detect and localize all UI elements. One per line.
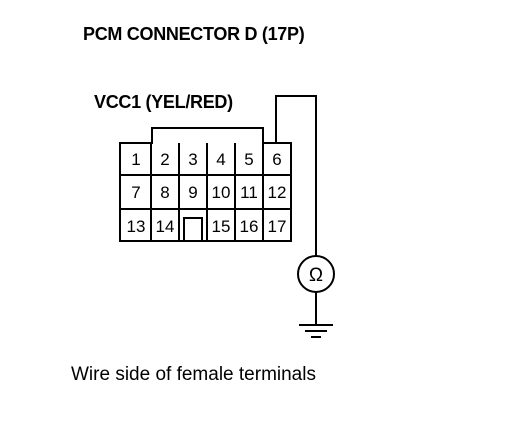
connector-key-slot — [183, 217, 203, 241]
terminal-14: 14 — [156, 217, 175, 236]
ground-icon — [299, 324, 333, 338]
connector-outline — [119, 127, 292, 242]
terminal-9: 9 — [188, 183, 197, 202]
terminal-15: 15 — [212, 217, 231, 236]
terminal-17: 17 — [268, 217, 287, 236]
terminal-8: 8 — [160, 183, 169, 202]
terminal-2: 2 — [160, 150, 169, 169]
terminal-6: 6 — [272, 150, 281, 169]
terminal-16: 16 — [240, 217, 259, 236]
terminal-4: 4 — [216, 150, 225, 169]
terminal-1: 1 — [131, 150, 140, 169]
terminal-11: 11 — [240, 183, 258, 202]
terminal-12: 12 — [268, 183, 287, 202]
terminal-7: 7 — [131, 183, 140, 202]
test-lead-wire — [275, 95, 317, 256]
ohm-symbol: Ω — [309, 265, 323, 286]
diagram-caption: Wire side of female terminals — [71, 364, 316, 385]
terminal-5: 5 — [244, 150, 253, 169]
terminal-3: 3 — [188, 150, 197, 169]
terminal-13: 13 — [127, 217, 146, 236]
terminal-10: 10 — [212, 183, 231, 202]
wire-label: VCC1 (YEL/RED) — [94, 92, 233, 112]
diagram-title: PCM CONNECTOR D (17P) — [83, 24, 305, 44]
